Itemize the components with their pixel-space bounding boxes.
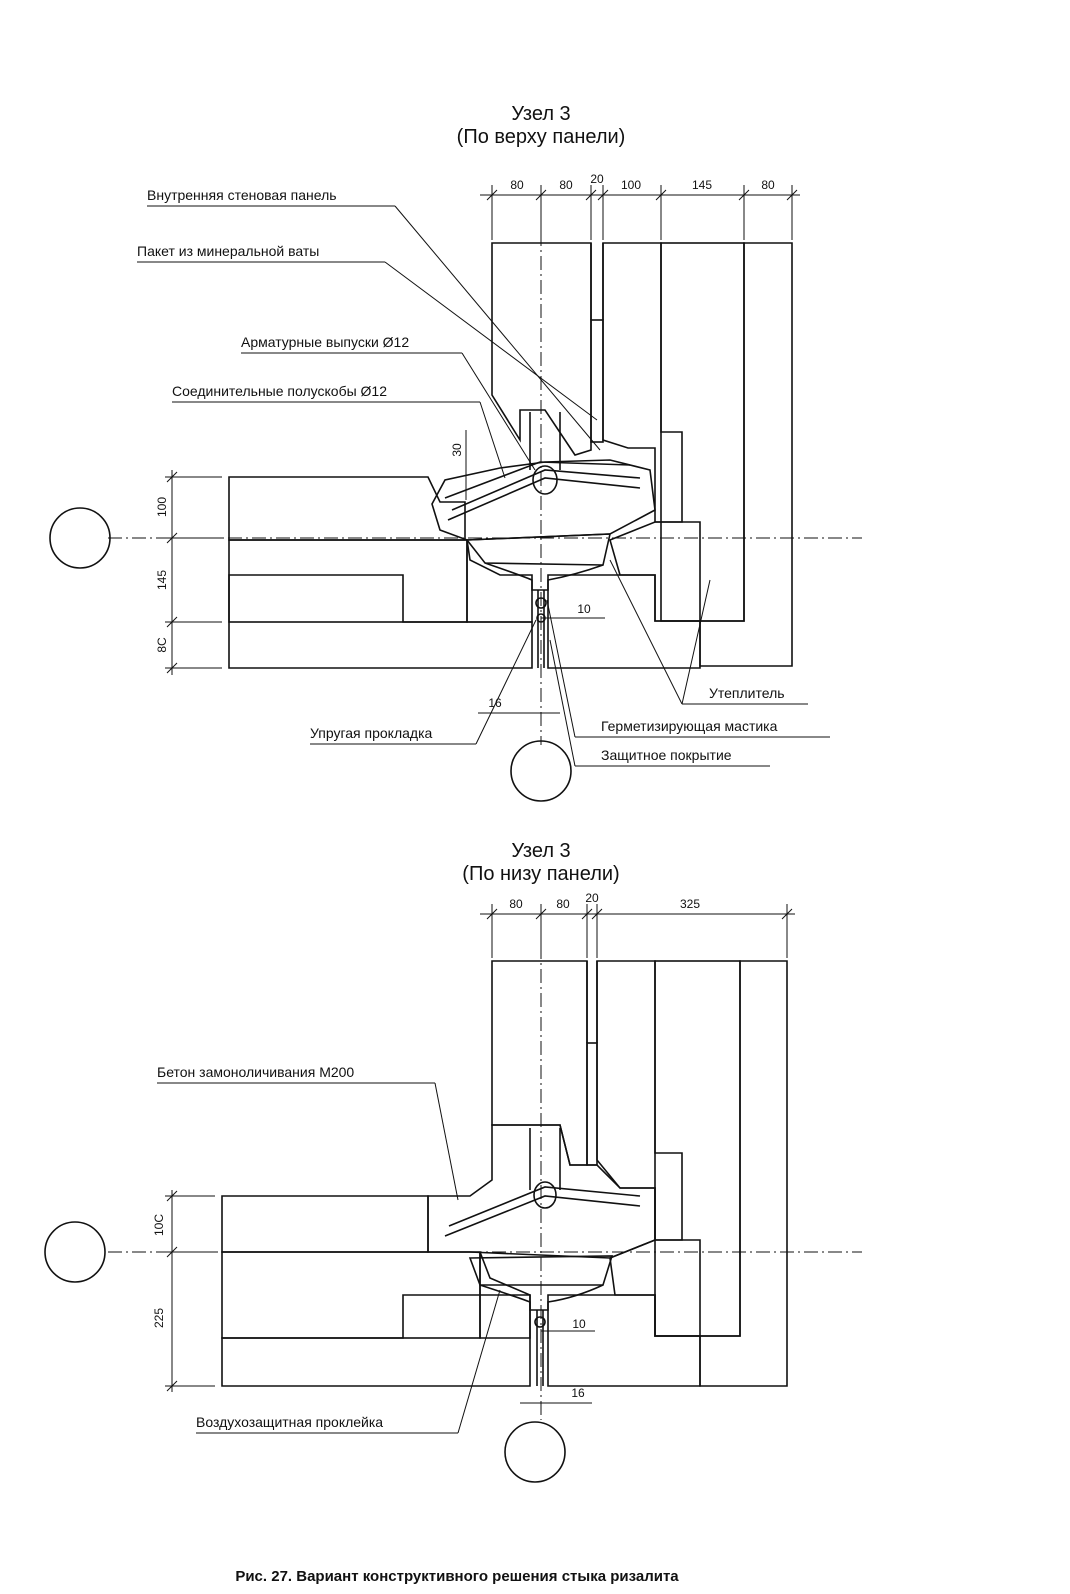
dim-top-2: 80: [559, 178, 573, 192]
dim-top-3: 20: [590, 172, 604, 186]
figure-caption: Рис. 27. Вариант конструктивного решения…: [235, 1568, 679, 1585]
node-top-subtitle: (По верху панели): [457, 126, 626, 148]
bottom-labels: Бетон замоноличивания М200 Воздухозащитн…: [157, 1064, 501, 1434]
label-mineral-wool: Пакет из минеральной ваты: [137, 243, 319, 259]
dim-left-3: 8C: [155, 637, 169, 653]
label-coating: Защитное покрытие: [601, 747, 732, 763]
node-top-title: Узел 3: [511, 103, 570, 125]
dim-joint-top: 16: [488, 696, 502, 710]
dim-30: 30: [450, 443, 464, 457]
dim-bottom-left-1: 10C: [152, 1214, 166, 1236]
dim-top-5: 145: [692, 178, 712, 192]
node-top: Узел 3 (По верху панели) 80 80 20 100 14…: [49, 103, 862, 802]
dim-left-1: 100: [155, 497, 169, 517]
dim-top-4: 100: [621, 178, 641, 192]
top-dimension-chain: 80 80 20 100 145 80: [480, 172, 800, 240]
node-bottom-title: Узел 3: [511, 840, 570, 862]
dim-bottom-top-4: 325: [680, 897, 700, 911]
left-dimension-chain-top: 100 145 8C 30: [155, 430, 467, 675]
bottom-wall-section: [221, 960, 788, 1387]
label-mastic: Герметизирующая мастика: [601, 718, 778, 734]
top-wall-section: [228, 242, 793, 669]
label-rebar: Арматурные выпуски Ø12: [241, 334, 409, 350]
axis-marker-bottom-top: [510, 740, 572, 802]
label-half-brackets: Соединительные полускобы Ø12: [172, 383, 387, 399]
dim-gap-bottom: 10: [572, 1317, 586, 1331]
label-inner-panel: Внутренняя стеновая панель: [147, 187, 337, 203]
dim-bottom-top-2: 80: [556, 897, 570, 911]
dim-top-1: 80: [510, 178, 524, 192]
label-concrete: Бетон замоноличивания М200: [157, 1064, 354, 1080]
label-gasket: Упругая прокладка: [310, 725, 433, 741]
node-bottom: Узел 3 (По низу панели) 80 80 20 325: [44, 840, 862, 1483]
dim-bottom-left-2: 225: [152, 1308, 166, 1328]
dim-gap-top: 10: [577, 602, 591, 616]
left-dimension-chain-bottom: 10C 225: [152, 1190, 215, 1392]
dim-bottom-top-3: 20: [585, 891, 599, 905]
node-bottom-subtitle: (По низу панели): [462, 863, 619, 885]
axis-marker-bottom-bottom: [504, 1421, 566, 1483]
dim-joint-bottom: 16: [571, 1386, 585, 1400]
label-air-seal: Воздухозащитная проклейка: [196, 1414, 383, 1430]
dim-left-2: 145: [155, 570, 169, 590]
dim-top-6: 80: [761, 178, 775, 192]
axis-marker-left-bottom: [44, 1221, 106, 1283]
top-labels: Внутренняя стеновая панель Пакет из мине…: [137, 187, 830, 767]
axis-marker-left-top: [49, 507, 111, 569]
label-insulation: Утеплитель: [709, 685, 785, 701]
dim-bottom-top-1: 80: [509, 897, 523, 911]
bottom-top-dimension-chain: 80 80 20 325: [480, 891, 795, 958]
